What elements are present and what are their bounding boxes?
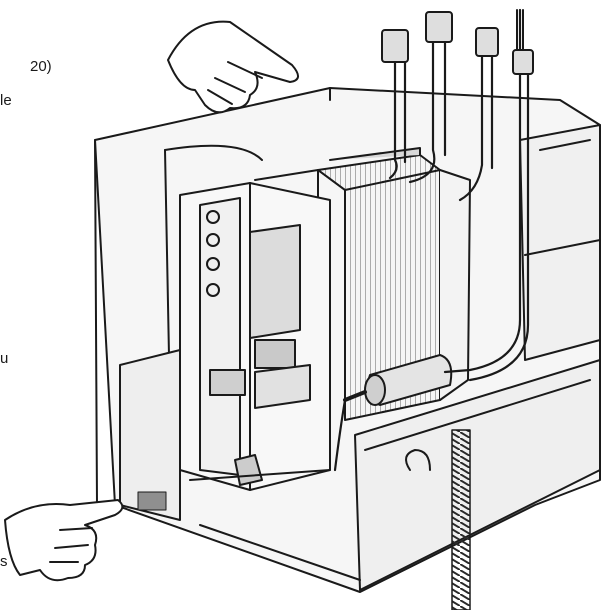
- control-electronics-panel: [179, 182, 331, 491]
- right-side-panel: [519, 124, 601, 361]
- text-fragment-letter: u: [0, 350, 9, 367]
- text-fragment-number: 20): [30, 58, 52, 75]
- condensate-tray: [119, 349, 601, 591]
- pipe-fittings: [381, 9, 534, 75]
- text-fragment-word: le: [0, 92, 12, 109]
- pointing-hand-icon: [167, 20, 299, 114]
- drain-hose: [451, 429, 471, 610]
- pointing-hand-icon: [4, 499, 124, 582]
- receiver-cylinder: [343, 354, 453, 406]
- refrigerant-pipes: [333, 8, 530, 472]
- text-fragment-letter-bottom: s: [0, 553, 8, 570]
- rating-label: [137, 491, 167, 511]
